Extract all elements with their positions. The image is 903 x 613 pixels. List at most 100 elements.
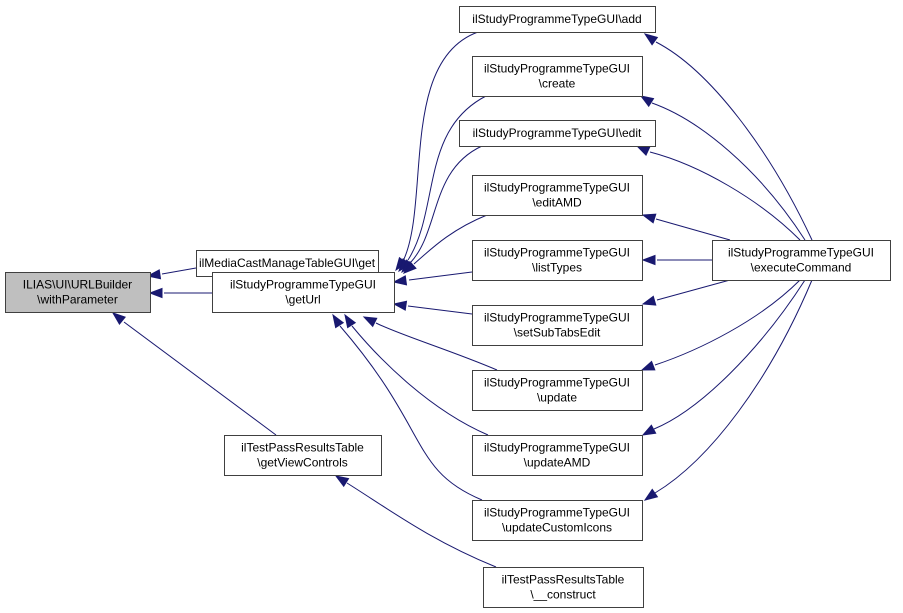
edge-listTypes-to-getUrl (392, 271, 473, 286)
node-add[interactable]: ilStudyProgrammeTypeGUI\add (459, 6, 656, 33)
edge-line (651, 102, 806, 241)
node-label: \__construct (530, 588, 596, 602)
edge-editAMD-to-getUrl (402, 214, 488, 274)
edge-construct-to-getViewControls (334, 475, 497, 568)
arrowhead-icon (635, 145, 651, 156)
node-label: ilTestPassResultsTable (502, 573, 625, 587)
node-edit[interactable]: ilStudyProgrammeTypeGUI\edit (459, 120, 656, 147)
edge-line (655, 218, 731, 241)
arrowhead-icon (344, 313, 357, 329)
edge-executeCommand-to-updateCustomIcons (643, 279, 813, 501)
arrowhead-icon (392, 275, 408, 286)
node-label: ilStudyProgrammeTypeGUI (484, 246, 630, 260)
edge-getViewControls-to-withParameter (111, 312, 277, 436)
edge-line (649, 151, 801, 241)
node-listTypes[interactable]: ilStudyProgrammeTypeGUI\listTypes (472, 240, 643, 281)
node-label: ilTestPassResultsTable (241, 441, 364, 455)
node-label: \setSubTabsEdit (514, 326, 601, 340)
edge-line (346, 482, 497, 568)
edge-line (410, 145, 483, 263)
nodes-layer: ILIAS\UI\URLBuilder\withParameterilMedia… (5, 6, 891, 608)
node-create[interactable]: ilStudyProgrammeTypeGUI\create (472, 56, 643, 97)
edge-line (408, 271, 473, 281)
node-getUrl[interactable]: ilStudyProgrammeTypeGUI\getUrl (212, 272, 395, 313)
node-label: \updateAMD (524, 456, 591, 470)
arrowhead-icon (111, 312, 126, 325)
arrowhead-icon (392, 300, 408, 311)
edge-updateCustomIcons-to-getUrl (332, 313, 483, 501)
edge-update-to-getUrl (362, 316, 498, 371)
node-label: ilStudyProgrammeTypeGUI (484, 181, 630, 195)
edge-executeCommand-to-setSubTabsEdit (641, 279, 731, 306)
node-box[interactable] (472, 370, 643, 411)
node-box[interactable] (212, 272, 395, 313)
edge-line (413, 214, 488, 265)
node-box[interactable] (5, 272, 151, 313)
node-label: ilStudyProgrammeTypeGUI (484, 441, 630, 455)
edge-line (407, 305, 473, 315)
node-box[interactable] (472, 500, 643, 541)
edge-line (351, 325, 489, 436)
node-label: \withParameter (37, 293, 118, 307)
arrowhead-icon (641, 424, 657, 436)
node-updateAMD[interactable]: ilStudyProgrammeTypeGUI\updateAMD (472, 435, 643, 476)
node-label: ilStudyProgrammeTypeGUI (484, 376, 630, 390)
node-setSubTabsEdit[interactable]: ilStudyProgrammeTypeGUI\setSubTabsEdit (472, 305, 643, 346)
edge-executeCommand-to-updateAMD (641, 279, 806, 436)
node-label: ILIAS\UI\URLBuilder (23, 278, 132, 292)
arrowhead-icon (641, 295, 657, 306)
node-box[interactable] (459, 6, 656, 33)
arrowhead-icon (148, 287, 163, 299)
edge-line (407, 95, 487, 261)
edges-layer (111, 31, 813, 568)
node-box[interactable] (472, 435, 643, 476)
edge-line (375, 322, 498, 371)
edge-executeCommand-to-update (640, 279, 801, 371)
edge-line (654, 279, 813, 494)
edge-getUrl-to-withParameter (148, 287, 212, 299)
node-getViewControls[interactable]: ilTestPassResultsTable\getViewControls (224, 435, 382, 476)
node-label: ilStudyProgrammeTypeGUI (484, 311, 630, 325)
edge-executeCommand-to-editAMD (641, 213, 731, 241)
edge-line (656, 279, 731, 301)
arrowhead-icon (641, 254, 656, 266)
edge-executeCommand-to-edit (635, 145, 801, 241)
arrowhead-icon (332, 313, 345, 329)
node-label: ilStudyProgrammeTypeGUI (484, 62, 630, 76)
node-label: \executeCommand (751, 261, 852, 275)
arrowhead-icon (640, 360, 656, 371)
edge-line (339, 325, 483, 501)
edge-executeCommand-to-add (643, 33, 813, 241)
node-label: \listTypes (532, 261, 582, 275)
node-box[interactable] (459, 120, 656, 147)
node-box[interactable] (472, 56, 643, 97)
node-box[interactable] (472, 305, 643, 346)
edge-edit-to-getUrl (401, 145, 483, 274)
node-box[interactable] (483, 567, 644, 608)
node-box[interactable] (472, 240, 643, 281)
node-label: \create (539, 77, 576, 91)
node-editAMD[interactable]: ilStudyProgrammeTypeGUI\editAMD (472, 175, 643, 216)
arrowhead-icon (641, 213, 657, 224)
node-box[interactable] (712, 240, 891, 281)
node-label: \editAMD (532, 196, 582, 210)
node-label: ilStudyProgrammeTypeGUI (484, 506, 630, 520)
node-update[interactable]: ilStudyProgrammeTypeGUI\update (472, 370, 643, 411)
node-updateCustomIcons[interactable]: ilStudyProgrammeTypeGUI\updateCustomIcon… (472, 500, 643, 541)
arrowhead-icon (334, 475, 350, 488)
node-label: ilStudyProgrammeTypeGUI\edit (473, 126, 642, 140)
node-construct[interactable]: ilTestPassResultsTable\__construct (483, 567, 644, 608)
node-box[interactable] (472, 175, 643, 216)
node-box[interactable] (224, 435, 382, 476)
edge-line (123, 321, 277, 436)
node-label: ilStudyProgrammeTypeGUI (728, 246, 874, 260)
node-label: \getViewControls (257, 456, 348, 470)
arrowhead-icon (146, 269, 162, 280)
edge-updateAMD-to-getUrl (344, 313, 489, 436)
edge-line (654, 279, 801, 366)
node-withParameter[interactable]: ILIAS\UI\URLBuilder\withParameter (5, 272, 151, 313)
edge-line (655, 41, 813, 241)
arrowhead-icon (362, 316, 378, 328)
node-executeCommand[interactable]: ilStudyProgrammeTypeGUI\executeCommand (712, 240, 891, 281)
